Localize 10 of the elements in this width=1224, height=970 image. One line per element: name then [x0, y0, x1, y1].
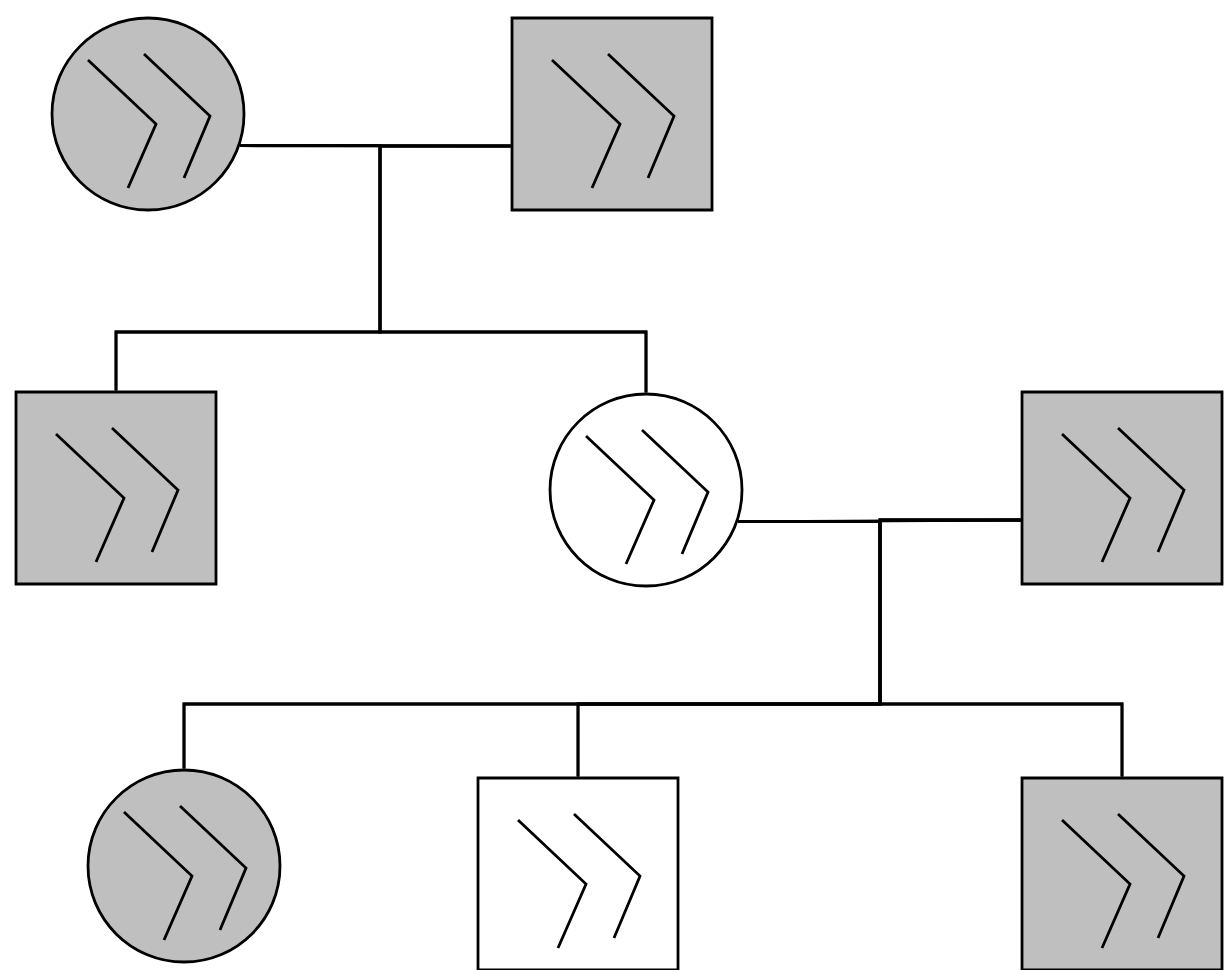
- pedigree-square: [476, 776, 680, 970]
- pedigree-circle: [548, 392, 744, 588]
- pedigree-square: [14, 390, 218, 586]
- pedigree-square: [510, 16, 714, 212]
- pedigree-circle: [86, 768, 282, 964]
- pedigree-circle: [50, 16, 246, 212]
- pedigree-line: [378, 144, 648, 393]
- pedigree-square: [1020, 390, 1224, 586]
- pedigree-line: [878, 518, 1124, 777]
- pedigree-square: [1020, 776, 1224, 970]
